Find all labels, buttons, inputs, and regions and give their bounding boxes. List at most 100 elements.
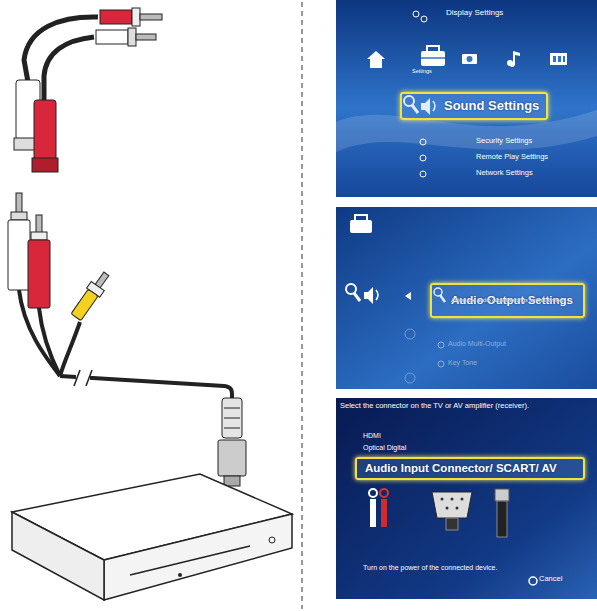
separator-line <box>302 2 303 609</box>
av-multi-cable <box>76 370 90 386</box>
xmb-screen <box>346 284 356 294</box>
ps3-console <box>12 474 292 600</box>
menu-item: Audio Input Connector/ SCART/ AV <box>365 462 557 475</box>
xmb-screen <box>405 329 415 339</box>
option-item: HDMI <box>363 432 381 440</box>
ps3-console <box>130 546 250 575</box>
xmb-screen <box>427 46 439 52</box>
xmb-screen <box>432 492 472 518</box>
menu-item: Security Settings <box>476 137 532 146</box>
xmb-screen <box>446 507 449 510</box>
xmb-screen <box>369 489 377 497</box>
xmb-screen <box>405 373 415 383</box>
highlight-box: Sound Settings <box>400 92 548 120</box>
rca-y-cable <box>140 14 162 20</box>
av-multi-cable <box>8 193 246 486</box>
xmb-screen <box>420 171 426 177</box>
xmb-screen <box>441 498 444 501</box>
xmb-screen <box>364 287 373 304</box>
menu-screen: Select the connector on the TV or AV amp… <box>336 398 597 599</box>
xmb-screen <box>421 51 445 66</box>
rca-y-cable <box>132 8 140 26</box>
menu-item: Remote Play Settings <box>476 153 548 162</box>
xmb-screen <box>405 292 411 300</box>
av-multi-cable <box>28 240 50 308</box>
av-multi-cable <box>86 370 92 386</box>
xmb-screen <box>563 56 565 62</box>
menu-item: Network Settings <box>476 169 533 178</box>
av-multi-cable <box>224 408 240 409</box>
menu-screen: Display SettingsSettingsSecurity Setting… <box>336 0 597 197</box>
xmb-screen <box>451 498 454 501</box>
xmb-screen <box>336 0 597 197</box>
av-multi-cable <box>36 215 42 233</box>
menu-item: Sound Settings <box>444 99 539 114</box>
xmb-screen <box>462 54 477 64</box>
button-label: Cancel <box>539 575 562 584</box>
rca-y-cable <box>14 8 162 172</box>
av-multi-cable <box>224 428 240 429</box>
xmb-screen <box>558 56 561 62</box>
ps3-console <box>269 537 275 543</box>
xmb-screen <box>421 57 445 59</box>
xmb-screen <box>497 501 507 537</box>
av-multi-cable <box>71 289 98 320</box>
ps3-console <box>12 512 104 600</box>
xmb-screen <box>420 139 426 145</box>
xmb-screen <box>420 155 426 161</box>
xmb-screen <box>376 290 378 300</box>
highlight-box: Audio Input Connector/ SCART/ AV <box>355 457 585 480</box>
av-multi-cable <box>31 232 47 240</box>
av-multi-cable <box>74 370 80 386</box>
xmb-screen <box>380 489 388 497</box>
xmb-screen <box>461 498 464 501</box>
ps3-console <box>178 573 182 577</box>
highlight-box: Audio Output SettingsAdjust the audio ou… <box>430 283 585 318</box>
xmb-screen <box>336 398 597 599</box>
av-multi-cable <box>222 398 242 438</box>
rca-y-cable <box>96 30 128 44</box>
av-multi-cable <box>11 212 27 220</box>
rca-y-cable <box>128 28 136 46</box>
instruction-text: Select the connector on the TV or AV amp… <box>340 402 529 411</box>
xmb-screen <box>413 11 419 17</box>
xmb-screen <box>421 16 427 22</box>
screen-title: Display Settings <box>446 8 503 17</box>
ps3-console <box>104 514 292 600</box>
av-multi-cable <box>60 322 80 376</box>
rca-y-cable <box>44 37 94 100</box>
xmb-screen <box>336 207 597 389</box>
menu-screen: Audio Multi-OutputKey Tone Audio Output S… <box>336 207 597 389</box>
xmb-screen <box>381 499 387 527</box>
av-multi-cable <box>69 269 113 322</box>
xmb-screen <box>467 56 473 62</box>
description-text: Adjust the audio output settings for thi… <box>451 297 565 303</box>
av-multi-cable <box>8 220 30 290</box>
av-multi-cable <box>16 193 22 213</box>
rca-y-cable <box>34 100 56 162</box>
xmb-screen <box>355 215 367 221</box>
av-multi-cable <box>224 418 240 419</box>
xmb-screen <box>336 207 597 389</box>
xmb-screen <box>550 53 567 65</box>
xmb-screen <box>336 398 597 599</box>
xmb-screen <box>354 293 360 301</box>
rca-y-cable <box>100 10 132 24</box>
instruction-text: Turn on the power of the connected devic… <box>363 564 497 572</box>
xmb-screen <box>529 577 537 585</box>
av-multi-cable <box>224 476 240 486</box>
xmb-screen <box>446 518 458 530</box>
xmb-screen <box>370 59 382 68</box>
xmb-screen <box>336 0 597 197</box>
xmb-screen <box>370 499 376 527</box>
category-label: Settings <box>412 68 432 74</box>
menu-item: Audio Multi-Output <box>448 340 506 348</box>
menu-item: Key Tone <box>448 359 477 367</box>
av-multi-cable <box>39 308 60 376</box>
xmb-screen <box>438 342 444 348</box>
xmb-screen <box>507 51 520 67</box>
xmb-screen <box>367 51 385 59</box>
rca-y-cable <box>136 34 156 40</box>
xmb-screen <box>495 489 509 501</box>
